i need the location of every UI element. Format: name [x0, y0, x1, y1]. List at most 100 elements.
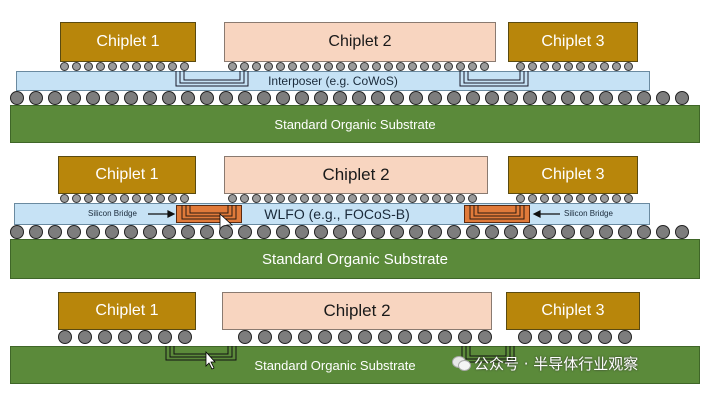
solder-bump	[371, 225, 385, 239]
solder-bump	[168, 62, 177, 71]
top-interposer-label: Interposer (e.g. CoWoS)	[268, 74, 398, 88]
mid-wlfo-label: WLFO (e.g., FOCoS-B)	[264, 206, 410, 222]
solder-bump	[352, 225, 366, 239]
solder-bump	[542, 91, 556, 105]
solder-bump	[278, 330, 292, 344]
solder-bump	[428, 225, 442, 239]
solder-bump	[288, 62, 297, 71]
solder-bump	[72, 194, 81, 203]
solder-bump	[252, 194, 261, 203]
solder-bump	[276, 225, 290, 239]
solder-bump	[612, 194, 621, 203]
solder-bump	[181, 91, 195, 105]
solder-bump	[144, 194, 153, 203]
top-c4-bumps	[10, 91, 700, 105]
solder-bump	[276, 62, 285, 71]
bot-chiplet-2: Chiplet 2	[222, 292, 492, 330]
solder-bump	[156, 62, 165, 71]
solder-bump	[398, 330, 412, 344]
solder-bump	[120, 62, 129, 71]
solder-bump	[324, 62, 333, 71]
solder-bump	[371, 91, 385, 105]
solder-bump	[480, 62, 489, 71]
solder-bump	[516, 62, 525, 71]
solder-bump	[288, 194, 297, 203]
solder-bump	[181, 225, 195, 239]
solder-bump	[200, 225, 214, 239]
solder-bump	[444, 194, 453, 203]
solder-bump	[456, 194, 465, 203]
solder-bump	[360, 62, 369, 71]
solder-bump	[576, 62, 585, 71]
solder-bump	[438, 330, 452, 344]
solder-bump	[124, 225, 138, 239]
solder-bump	[561, 91, 575, 105]
solder-bump	[132, 194, 141, 203]
solder-bump	[637, 91, 651, 105]
solder-bump	[561, 225, 575, 239]
solder-bump	[298, 330, 312, 344]
solder-bump	[504, 225, 518, 239]
solder-bump	[336, 62, 345, 71]
solder-bump	[348, 194, 357, 203]
solder-bump	[162, 91, 176, 105]
solder-bump	[300, 194, 309, 203]
solder-bump	[276, 91, 290, 105]
solder-bump	[67, 225, 81, 239]
solder-bump	[675, 91, 689, 105]
solder-bump	[458, 330, 472, 344]
solder-bump	[228, 194, 237, 203]
solder-bump	[598, 330, 612, 344]
solder-bump	[108, 194, 117, 203]
solder-bump	[240, 62, 249, 71]
solder-bump	[390, 225, 404, 239]
solder-bump	[542, 225, 556, 239]
solder-bump	[72, 62, 81, 71]
solder-bump	[390, 91, 404, 105]
solder-bump	[86, 225, 100, 239]
solder-bump	[618, 330, 632, 344]
top-substrate-label: Standard Organic Substrate	[274, 116, 436, 132]
solder-bump	[78, 330, 92, 344]
top-chiplet-3: Chiplet 3	[508, 22, 638, 62]
solder-bump	[324, 194, 333, 203]
bot-chiplet-1: Chiplet 1	[58, 292, 196, 330]
bot-bumps	[58, 330, 642, 346]
solder-bump	[312, 62, 321, 71]
bot-chiplet-1-label: Chiplet 1	[95, 302, 159, 319]
solder-bump	[86, 91, 100, 105]
solder-bump	[257, 225, 271, 239]
solder-bump	[428, 91, 442, 105]
solder-bump	[552, 62, 561, 71]
solder-bump	[84, 62, 93, 71]
solder-bump	[466, 225, 480, 239]
solder-bump	[624, 194, 633, 203]
top-chiplet-1: Chiplet 1	[60, 22, 196, 62]
solder-bump	[396, 62, 405, 71]
solder-bump	[552, 194, 561, 203]
solder-bump	[420, 62, 429, 71]
solder-bump	[314, 91, 328, 105]
solder-bump	[138, 330, 152, 344]
bot-chiplet-2-label: Chiplet 2	[323, 301, 391, 320]
solder-bump	[318, 330, 332, 344]
top-chiplet-2: Chiplet 2	[224, 22, 496, 62]
solder-bump	[333, 91, 347, 105]
solder-bump	[158, 330, 172, 344]
solder-bump	[105, 91, 119, 105]
watermark-text: 公众号 · 半导体行业观察	[474, 354, 639, 373]
mid-c4-bumps	[10, 225, 700, 239]
solder-bump	[58, 330, 72, 344]
solder-bump	[219, 91, 233, 105]
solder-bump	[456, 62, 465, 71]
cursor-icon-bottom	[205, 350, 216, 370]
mid-substrate: Standard Organic Substrate	[10, 239, 700, 279]
solder-bump	[48, 225, 62, 239]
solder-bump	[447, 91, 461, 105]
solder-bump	[447, 225, 461, 239]
solder-bump	[612, 62, 621, 71]
solder-bump	[162, 225, 176, 239]
mid-bridge-left-label: Silicon Bridge	[88, 209, 137, 218]
solder-bump	[578, 330, 592, 344]
solder-bump	[599, 225, 613, 239]
